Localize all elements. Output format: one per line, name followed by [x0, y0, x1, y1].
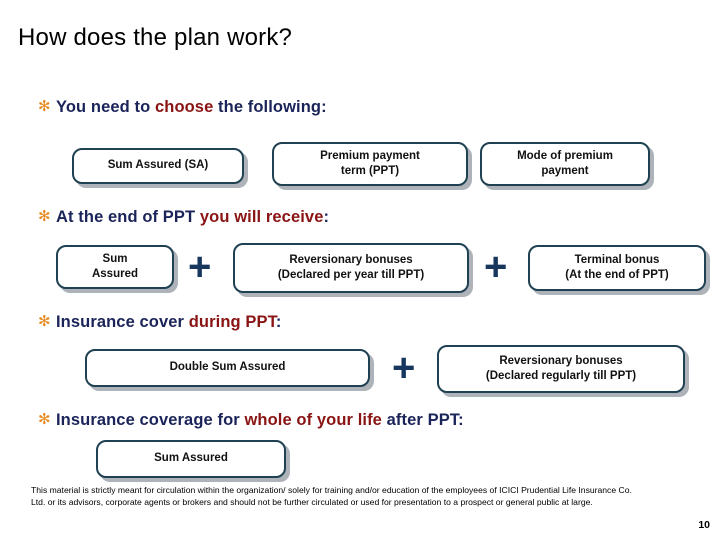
box-line: payment [541, 165, 589, 177]
bullet-text-4-highlight: whole of your life [244, 411, 382, 429]
bullet-text-4-lead: Insurance coverage for [56, 411, 245, 429]
bullet-star-icon: ✻ [38, 208, 51, 225]
page-number: 10 [698, 519, 710, 531]
bullet-text-2: At the end of PPT you will receive: [56, 208, 329, 227]
box-line: Terminal bonus [574, 253, 660, 266]
box-line: term (PPT) [340, 165, 400, 177]
bullet-line-4: ✻ Insurance coverage for whole of your l… [38, 411, 464, 430]
box-line: Reversionary bonuses [289, 253, 413, 266]
box-double-sum-assured[interactable]: Double Sum Assured [85, 349, 370, 387]
bullet-text-4-trail: after PPT: [381, 411, 464, 429]
disclaimer-text: This material is strictly meant for circ… [31, 485, 632, 508]
box-reversionary-bonuses-yearly[interactable]: Reversionary bonuses (Declared per year … [233, 243, 469, 293]
box-line: Sum [102, 252, 128, 265]
box-line: Premium payment [320, 149, 420, 162]
bullet-text-1-trail: the following: [213, 98, 327, 116]
box-line: Double Sum Assured [169, 361, 286, 374]
box-line: Sum Assured [154, 452, 228, 465]
bullet-text-1-lead: You need to [56, 98, 155, 116]
box-terminal-bonus[interactable]: Terminal bonus (At the end of PPT) [528, 245, 706, 291]
box-reversionary-bonuses-regular[interactable]: Reversionary bonuses (Declared regularly… [437, 345, 685, 393]
bullet-text-4: Insurance coverage for whole of your lif… [56, 411, 464, 430]
bullet-text-1-highlight: choose [154, 98, 214, 116]
page-title: How does the plan work? [18, 24, 293, 51]
box-line: (At the end of PPT) [565, 269, 669, 281]
plus-operator-2: + [484, 245, 508, 289]
box-premium-payment-term[interactable]: Premium payment term (PPT) [272, 142, 468, 186]
box-mode-of-premium-payment[interactable]: Mode of premium payment [480, 142, 650, 186]
box-line: Mode of premium [517, 149, 613, 162]
box-line: Assured [91, 268, 139, 280]
box-line: (Declared per year till PPT) [277, 269, 425, 281]
box-sum-assured-whole-life[interactable]: Sum Assured [96, 440, 286, 478]
plus-operator-3: + [392, 346, 416, 390]
bullet-line-3: ✻ Insurance cover during PPT: [38, 313, 282, 332]
bullet-line-1: ✻ You need to choose the following: [38, 98, 327, 117]
bullet-text-3-lead: Insurance cover [56, 313, 189, 331]
bullet-text-2-highlight: you will receive [199, 208, 324, 226]
bullet-star-icon: ✻ [38, 411, 51, 428]
box-line: (Declared regularly till PPT) [485, 370, 637, 382]
bullet-star-icon: ✻ [38, 98, 51, 115]
bullet-text-3: Insurance cover during PPT: [56, 313, 282, 332]
box-sum-assured-sa[interactable]: Sum Assured (SA) [72, 148, 244, 184]
bullet-text-3-highlight: during PPT [188, 313, 276, 331]
bullet-text-1: You need to choose the following: [56, 98, 327, 117]
bullet-text-3-trail: : [275, 313, 282, 331]
bullet-line-2: ✻ At the end of PPT you will receive: [38, 208, 329, 227]
bullet-star-icon: ✻ [38, 313, 51, 330]
box-line: Sum Assured (SA) [107, 159, 209, 172]
box-line: Reversionary bonuses [499, 354, 623, 367]
box-sum-assured[interactable]: Sum Assured [56, 245, 174, 289]
plus-operator-1: + [188, 245, 212, 289]
bullet-text-2-lead: At the end of PPT [56, 208, 200, 226]
bullet-text-2-trail: : [323, 208, 330, 226]
